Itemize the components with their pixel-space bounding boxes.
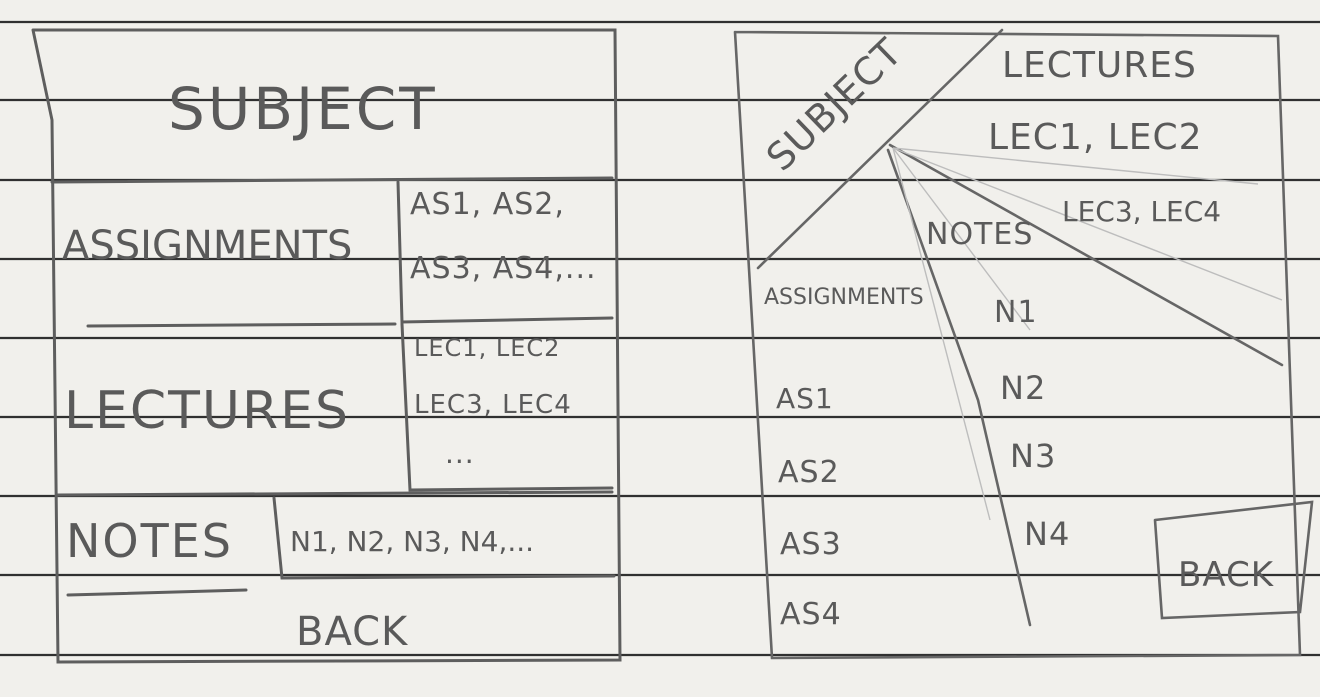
left-assignments-label[interactable]: ASSIGNMENTS	[62, 223, 353, 269]
left-assignments-list-box	[396, 180, 614, 324]
right-wireframe	[733, 28, 1314, 660]
left-subject-title: SUBJECT	[168, 75, 438, 143]
left-notes-list-box	[272, 496, 616, 580]
left-lectures-list-line3: ...	[445, 437, 475, 470]
left-lectures-divider	[56, 490, 614, 497]
left-notes-list: N1, N2, N3, N4,...	[290, 525, 535, 558]
left-wireframe	[31, 28, 622, 664]
right-notes-lectures-divider	[888, 143, 1284, 367]
right-outer-frame	[733, 30, 1302, 660]
right-note-item: N3	[1010, 437, 1057, 475]
right-note-item: N4	[1024, 515, 1071, 553]
left-assignments-divider	[86, 322, 397, 328]
right-assignments-label[interactable]: ASSIGNMENTS	[764, 285, 924, 310]
right-diagonal-split	[756, 28, 1004, 270]
right-back-button-frame	[1153, 500, 1314, 620]
right-assignments-notes-divider	[886, 148, 1032, 627]
right-assignment-item: AS4	[780, 597, 842, 632]
right-assignment-item: AS3	[780, 527, 842, 562]
left-assignments-list-line1: AS1, AS2,	[410, 187, 565, 222]
left-assignments-list-line2: AS3, AS4,...	[410, 251, 597, 286]
right-note-item: N1	[994, 295, 1038, 330]
right-lectures-label[interactable]: LECTURES	[1002, 45, 1197, 86]
right-lectures-row2: LEC3, LEC4	[1062, 195, 1222, 228]
left-outer-frame	[31, 28, 622, 664]
right-back-button[interactable]: BACK	[1178, 555, 1275, 595]
left-notes-label[interactable]: NOTES	[66, 514, 233, 568]
faint-pencil-guides	[892, 147, 1283, 521]
left-lectures-label[interactable]: LECTURES	[64, 381, 350, 441]
right-note-item: N2	[1000, 369, 1047, 407]
left-notes-underline	[66, 588, 248, 597]
left-lectures-list-line1: LEC1, LEC2	[414, 334, 561, 362]
left-back-button[interactable]: BACK	[296, 609, 409, 655]
left-lectures-list-box	[400, 322, 614, 492]
right-assignment-item: AS2	[778, 455, 840, 490]
right-notes-label[interactable]: NOTES	[926, 217, 1034, 252]
left-lectures-list-line2: LEC3, LEC4	[414, 390, 572, 420]
left-title-divider	[50, 176, 614, 184]
right-assignment-item: AS1	[776, 382, 834, 415]
right-lectures-row1: LEC1, LEC2	[988, 117, 1203, 158]
